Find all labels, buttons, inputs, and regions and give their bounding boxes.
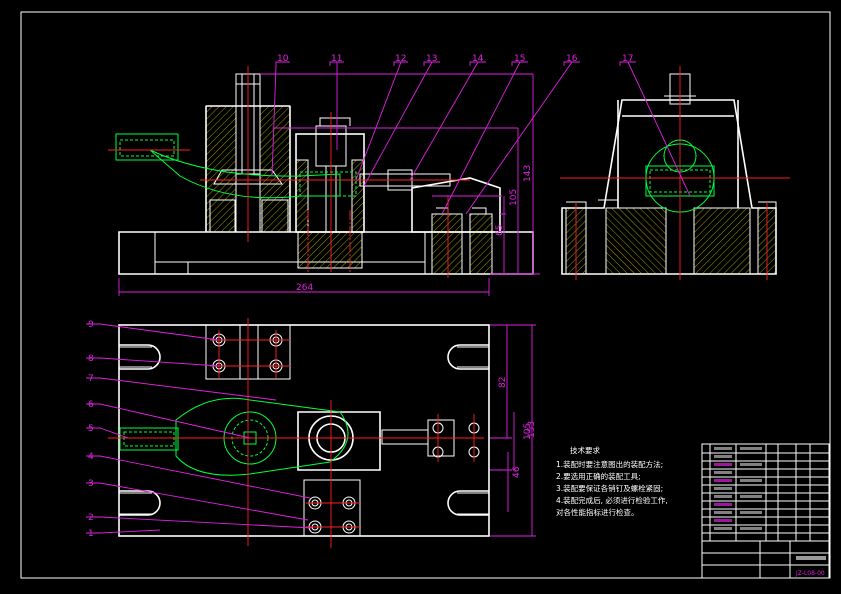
part-label-9: 9 (88, 320, 94, 330)
part-label-14: 14 (472, 54, 484, 64)
notes-title: 技术要求 (570, 445, 600, 455)
dim-height-143: 143 (523, 165, 533, 182)
drawing-number: JZ-L08-00 (795, 570, 825, 577)
notes-line-5: 对各性能指标进行检查。 (556, 507, 639, 517)
front-view (108, 66, 534, 278)
part-label-3: 3 (88, 479, 94, 489)
dim-plan-46: 46 (512, 466, 522, 478)
part-label-10: 10 (277, 54, 289, 64)
part-label-1: 1 (88, 529, 94, 539)
part-label-11: 11 (331, 54, 342, 64)
notes-line-2: 2.要选用正确的装配工具; (556, 471, 641, 481)
dim-overall-width: 264 (296, 283, 313, 293)
dim-height-65: 65 (495, 225, 505, 236)
part-label-17: 17 (622, 54, 633, 64)
notes-line-4: 4.装配完成后, 必须进行检验工作, (556, 495, 668, 505)
notes-line-3: 3.装配要保证各销钉及螺栓紧固; (556, 483, 663, 493)
dim-height-105: 105 (509, 189, 519, 206)
part-label-4: 4 (88, 452, 94, 462)
part-label-6: 6 (88, 400, 94, 410)
part-label-15: 15 (514, 54, 525, 64)
dim-plan-82: 82 (498, 377, 508, 388)
side-view (560, 66, 790, 280)
part-label-12: 12 (395, 54, 406, 64)
part-label-8: 8 (88, 354, 94, 364)
outer-frame (20, 11, 831, 579)
part-label-5: 5 (88, 424, 94, 434)
part-label-2: 2 (88, 513, 94, 523)
plan-view (108, 318, 490, 548)
notes-line-1: 1.装配时要注意图出的装配方法; (556, 459, 663, 469)
title-block (701, 443, 830, 579)
leaders-left (86, 323, 536, 537)
dim-plan-153: 153 (527, 421, 537, 438)
dim-plan-105b: 105 (523, 423, 533, 440)
leaders-top (118, 61, 691, 296)
part-label-16: 16 (566, 54, 578, 64)
part-label-7: 7 (88, 374, 94, 384)
part-label-13: 13 (426, 54, 437, 64)
